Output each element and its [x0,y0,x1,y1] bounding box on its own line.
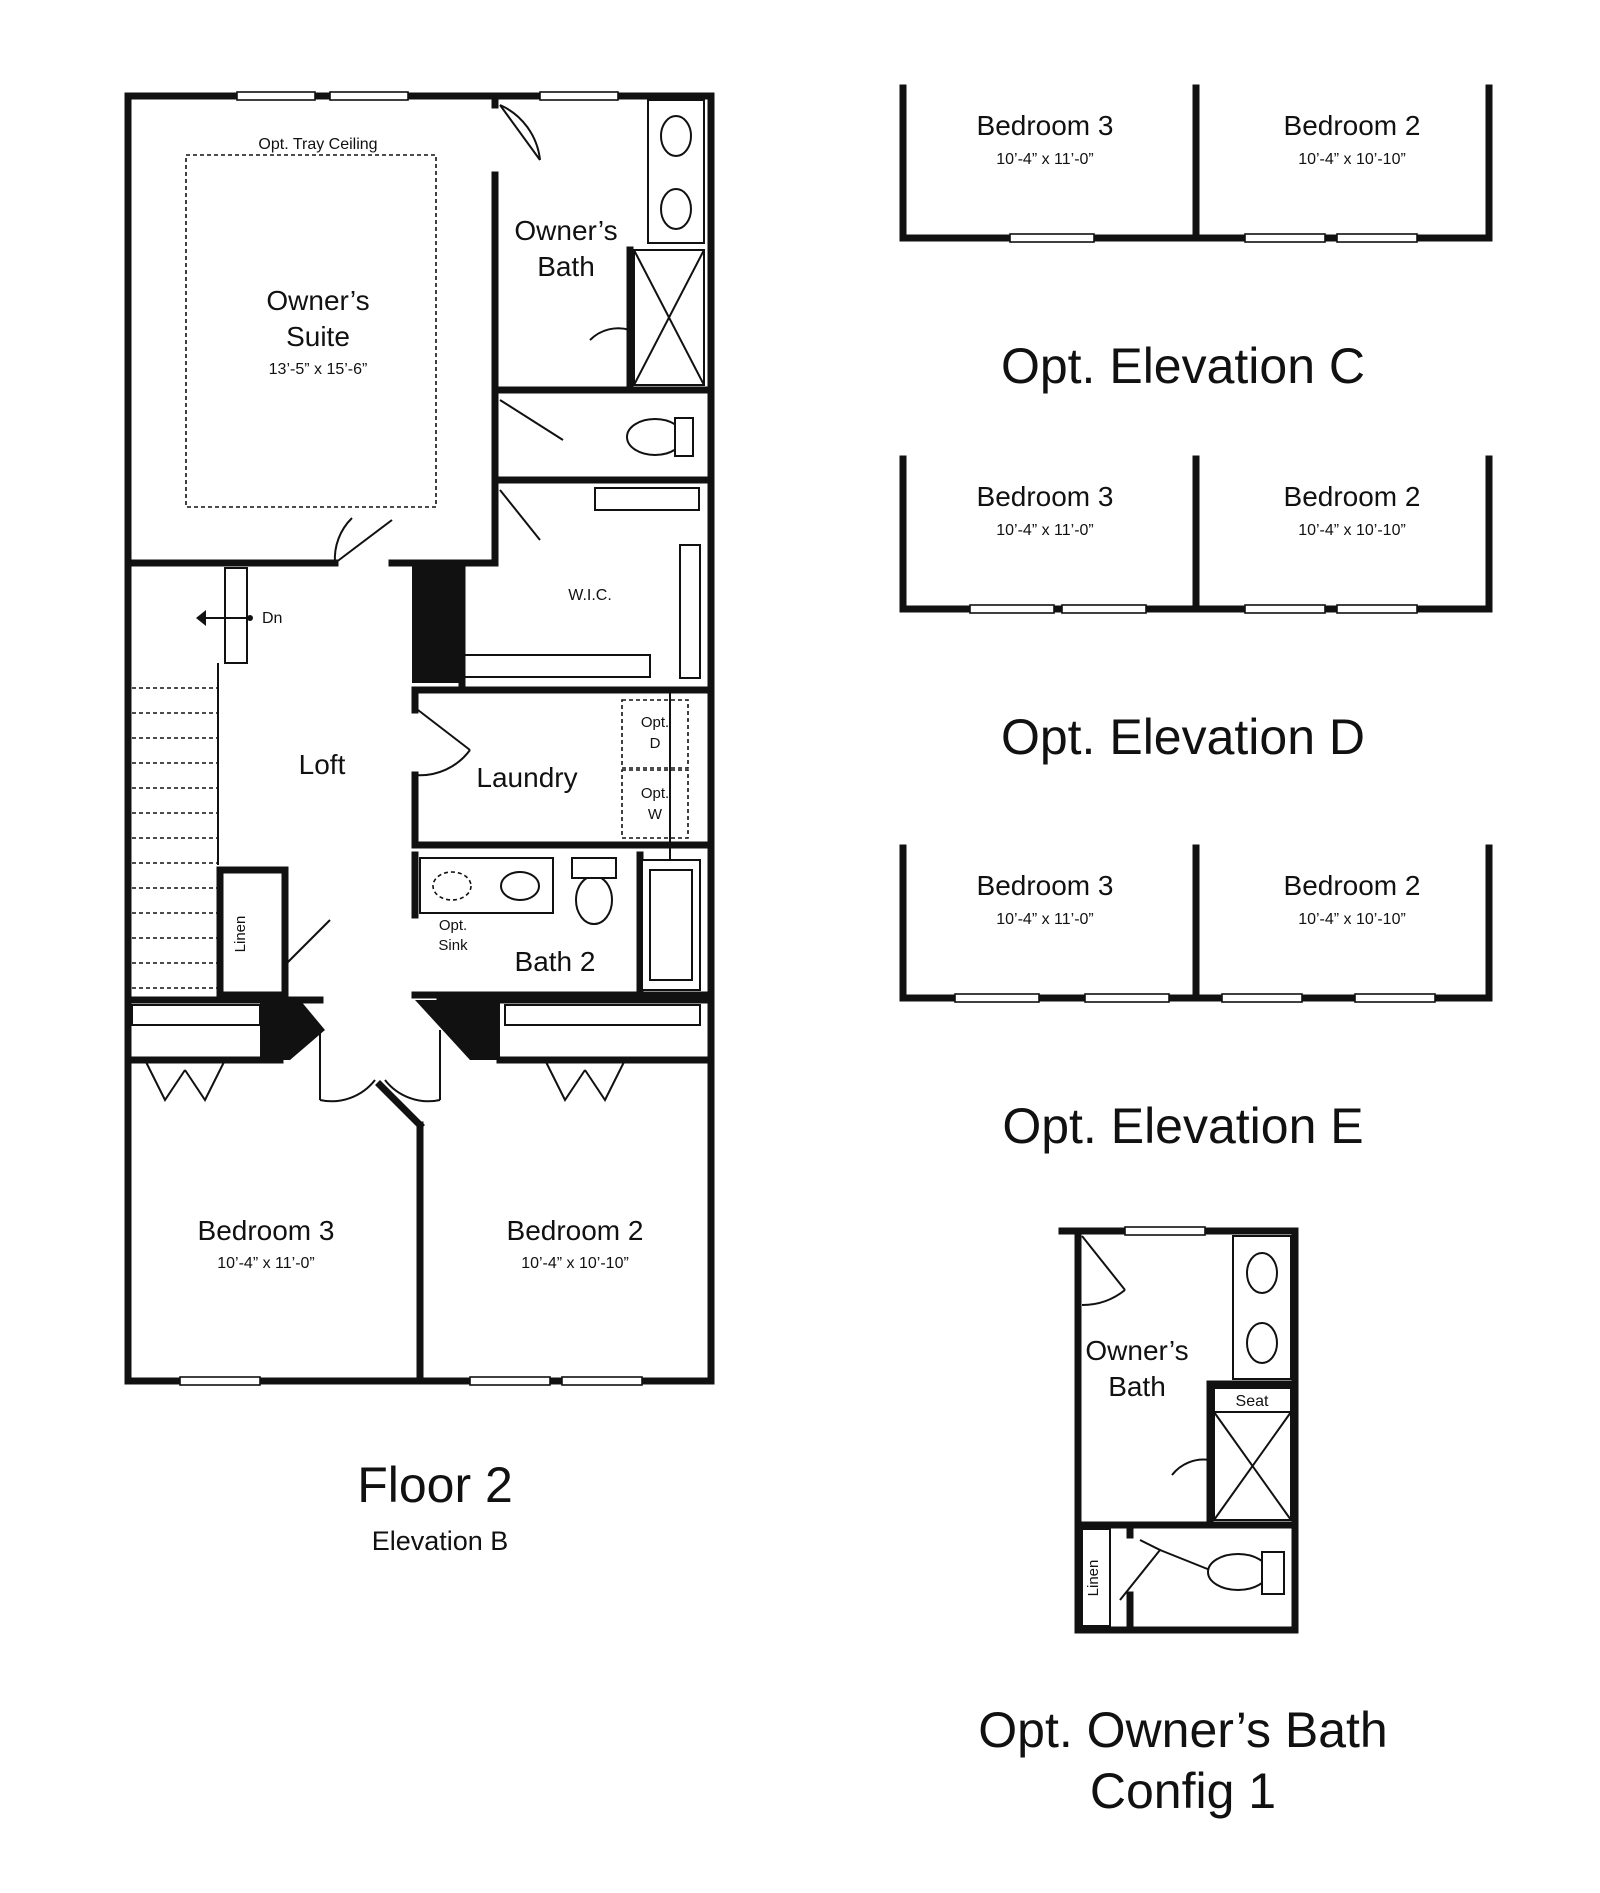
opt-sink-label: Opt. [439,917,467,934]
linen-closet [216,866,289,999]
bath-config-owners-bath-label: Owner’s [1085,1335,1188,1366]
elevation-d-bedroom2-label: Bedroom 2 [1284,481,1421,512]
laundry-label: Laundry [476,762,577,793]
closet-shelf [459,654,651,678]
elevation-e-title: Opt. Elevation E [1002,1098,1363,1154]
opt-dryer-label: D [650,735,661,752]
floor2-plan [124,91,715,1386]
window [236,91,316,101]
window [561,1376,643,1386]
elevation-c-bedroom2-label: Bedroom 2 [1284,110,1421,141]
linen-closet [1081,1528,1111,1627]
owners-suite-label: Owner’s [266,285,369,316]
elevation-e-plan [899,844,1493,1003]
elevation-e-bedroom3-label: Bedroom 3 [977,870,1114,901]
elevation-d-bedroom3-dimension: 10’-4” x 11’-0” [996,522,1094,539]
bath-config-seat-label: Seat [1236,1393,1269,1410]
stair-rail [224,567,248,664]
bath-config-plan [1058,1226,1299,1634]
opt-washer-label: W [648,806,663,823]
window [539,91,619,101]
elevation-d-plan [899,455,1493,614]
window [329,91,409,101]
window [469,1376,551,1386]
elevation-c-bedroom2-dimension: 10’-4” x 10’-10” [1298,151,1406,168]
elevation-d-bedroom3-label: Bedroom 3 [977,481,1114,512]
owners-suite-dimension: 13’-5” x 15’-6” [269,361,368,378]
bath-config-title: Config 1 [1090,1763,1276,1819]
linen-label: Linen [232,916,249,953]
owners-bath-label: Owner’s [514,215,617,246]
bedroom2-label: Bedroom 2 [507,1215,644,1246]
owners-bath-label: Bath [537,251,595,282]
closet-shelf [679,544,701,679]
elevation-c-bedroom3-label: Bedroom 3 [977,110,1114,141]
bedroom3-dimension: 10’-4” x 11’-0” [217,1255,315,1272]
floor-title: Floor 2 [357,1457,513,1513]
stair-treads [132,687,218,989]
wic-label: W.I.C. [568,587,612,604]
bathtub [641,859,701,991]
elevation-c-bedroom3-dimension: 10’-4” x 11’-0” [996,151,1094,168]
elevation-c-plan [899,84,1493,243]
floor-subtitle: Elevation B [372,1526,509,1556]
closet-shelf [594,487,700,511]
opt-sink-label: Sink [438,937,468,954]
tray-ceiling-label: Opt. Tray Ceiling [258,136,377,153]
stair-down-label: Dn [262,610,282,627]
opt-washer-label: Opt. [641,785,669,802]
window [179,1376,261,1386]
bedroom2-dimension: 10’-4” x 10’-10” [521,1255,629,1272]
bedroom3-label: Bedroom 3 [198,1215,335,1246]
elevation-e-bedroom3-dimension: 10’-4” x 11’-0” [996,911,1094,928]
elevation-c-title: Opt. Elevation C [1001,338,1365,394]
opt-washer-outline [621,769,689,839]
owners-suite-label: Suite [286,321,350,352]
elevation-e-bedroom2-dimension: 10’-4” x 10’-10” [1298,911,1406,928]
bath-config-title: Opt. Owner’s Bath [978,1702,1387,1758]
opt-dryer-label: Opt. [641,714,669,731]
bath-config-linen-label: Linen [1085,1560,1102,1597]
bath-config-owners-bath-label: Bath [1108,1371,1166,1402]
elevation-e-bedroom2-label: Bedroom 2 [1284,870,1421,901]
loft-label: Loft [299,749,346,780]
elevation-d-title: Opt. Elevation D [1001,709,1365,765]
bath2-label: Bath 2 [515,946,596,977]
elevation-d-bedroom2-dimension: 10’-4” x 10’-10” [1298,522,1406,539]
opt-dryer-outline [621,699,689,769]
